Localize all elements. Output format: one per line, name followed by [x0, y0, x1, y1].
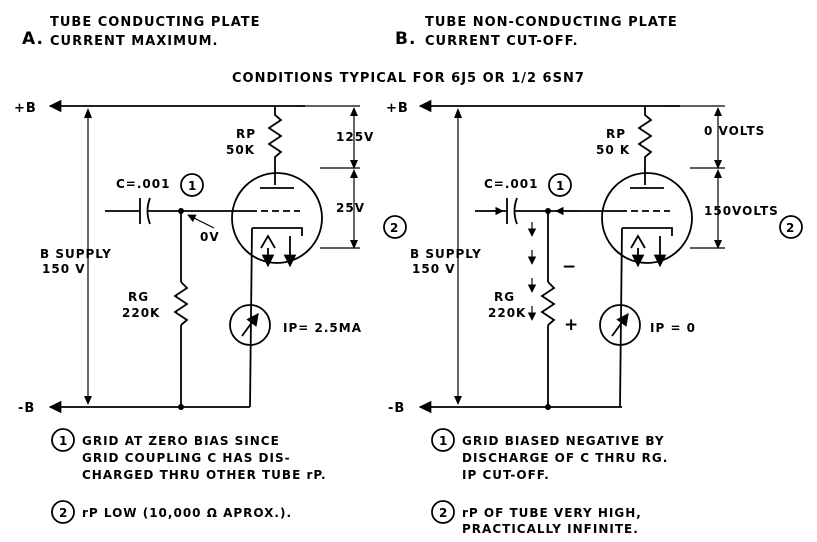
panel-b-title-2: CURRENT CUT-OFF. [425, 34, 579, 49]
panel-a-meter [229, 304, 271, 346]
panel-a-rp-value: 50K [226, 143, 255, 157]
panel-b-rg-label: RG [494, 290, 515, 304]
panel-b-plus-b: +B [386, 101, 409, 116]
panel-b-title-1: TUBE NON-CONDUCTING PLATE [425, 15, 678, 30]
conditions-caption: CONDITIONS TYPICAL FOR 6J5 OR 1/2 6SN7 [232, 71, 585, 86]
panel-a-rp-label: RP [236, 127, 256, 141]
panel-b-minus-b: -B [388, 401, 405, 416]
panel-a-tube [231, 172, 323, 264]
panel-b-note2-num: 2 [439, 506, 448, 520]
panel-b-marker-1: 1 [556, 179, 565, 193]
panel-b-cap-label: C=.001 [484, 177, 538, 191]
panel-b-v-top: 0 VOLTS [704, 124, 765, 138]
panel-b-meter-label: IP = 0 [650, 321, 696, 335]
panel-a-rg-label: RG [128, 290, 149, 304]
panel-b-rp-value: 50 K [596, 143, 630, 157]
panel-a-note1-l1: GRID AT ZERO BIAS SINCE [82, 434, 280, 448]
panel-a-v-tube: 25V [336, 201, 365, 215]
panel-a-title-2: CURRENT MAXIMUM. [50, 34, 219, 49]
panel-a-marker-2: 2 [390, 221, 399, 235]
panel-b-note1-l1: GRID BIASED NEGATIVE BY [462, 434, 665, 448]
panel-b-plus-sign: + [564, 315, 579, 335]
panel-b-note1-l2: DISCHARGE OF C THRU RG. [462, 451, 668, 465]
panel-b-v-tube: 150VOLTS [704, 204, 779, 218]
panel-b-note2-l1: rP OF TUBE VERY HIGH, [462, 506, 642, 520]
panel-b-letter: B. [395, 29, 416, 49]
panel-a-letter: A. [22, 29, 44, 49]
panel-a-note2-text: rP LOW (10,000 Ω APROX.). [82, 506, 292, 520]
panel-a-rg-value: 220K [122, 306, 160, 320]
panel-a-note2-num: 2 [59, 506, 68, 520]
panel-b-minus-sign: − [562, 257, 577, 277]
panel-b-note2-l2: PRACTICALLY INFINITE. [462, 522, 639, 536]
panel-a-note1-num: 1 [59, 434, 68, 448]
panel-a-v-top: 125V [336, 130, 374, 144]
panel-b-supply-2: 150 V [412, 262, 456, 276]
panel-b-circuit: +B -B B SUPPLY 150 V RP 50 K C=.001 1 [386, 99, 803, 416]
panel-b-note1-l3: IP CUT-OFF. [462, 468, 550, 482]
panel-a-supply-2: 150 V [42, 262, 86, 276]
panel-a-supply-1: B SUPPLY [40, 247, 112, 261]
panel-a-plus-b: +B [14, 101, 37, 116]
panel-a-header: A. TUBE CONDUCTING PLATE CURRENT MAXIMUM… [22, 15, 261, 49]
panel-b-rg-value: 220K [488, 306, 526, 320]
panel-a-circuit: +B -B B SUPPLY 150 V RP 50K 0V C=.001 1 [14, 99, 407, 416]
panel-b-note1-num: 1 [439, 434, 448, 448]
panel-a-marker-1: 1 [188, 179, 197, 193]
panel-a-grid-v: 0V [200, 230, 220, 244]
panel-b-tube [601, 172, 693, 264]
panel-b-marker-2: 2 [786, 221, 795, 235]
panel-b-supply-1: B SUPPLY [410, 247, 482, 261]
panel-b-meter [599, 304, 641, 346]
panel-a-minus-b: -B [18, 401, 35, 416]
panel-a-cap-label: C=.001 [116, 177, 170, 191]
panel-b-rp-label: RP [606, 127, 626, 141]
panel-a-title-1: TUBE CONDUCTING PLATE [50, 15, 261, 30]
panel-a-note1-l2: GRID COUPLING C HAS DIS- [82, 451, 291, 465]
panel-a-note1-l3: CHARGED THRU OTHER TUBE rP. [82, 468, 327, 482]
panel-a-notes: 1 GRID AT ZERO BIAS SINCE GRID COUPLING … [51, 428, 327, 524]
panel-b-header: B. TUBE NON-CONDUCTING PLATE CURRENT CUT… [395, 15, 678, 49]
panel-a-meter-label: IP= 2.5MA [283, 321, 362, 335]
panel-b-notes: 1 GRID BIASED NEGATIVE BY DISCHARGE OF C… [431, 428, 668, 536]
